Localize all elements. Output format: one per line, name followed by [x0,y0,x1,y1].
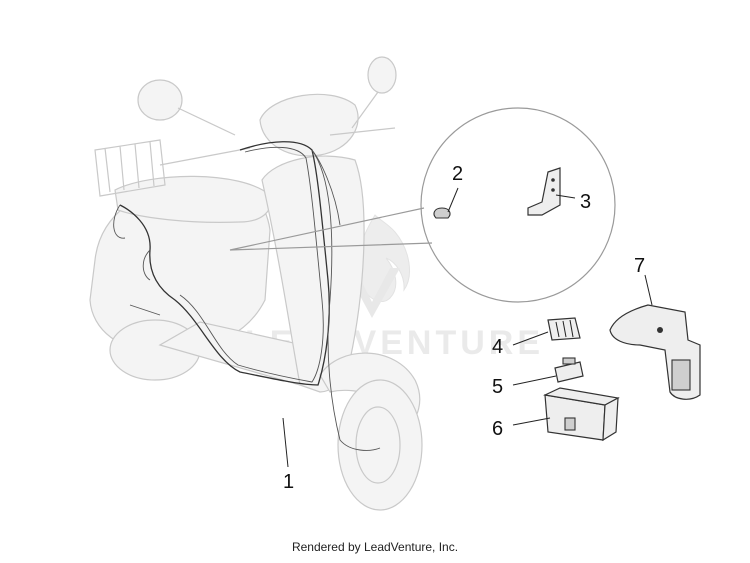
right-mirror-stem [351,91,379,129]
leader-5 [512,375,557,386]
leader-3 [555,194,576,199]
leader-lines [282,187,653,468]
leader-2 [447,187,459,213]
left-mirror-stem [177,107,236,136]
leader-6 [512,417,551,426]
wiring-harness [113,141,381,451]
clip-part [433,207,451,219]
scooter-outline [89,56,423,511]
callout-2: 2 [452,163,463,185]
bracket-part [527,167,561,216]
fuse-part [554,361,584,383]
detail-pointer [229,207,433,251]
callout-5: 5 [492,376,503,398]
detail-circle [420,107,616,303]
loose-parts [542,304,701,442]
callout-7: 7 [634,255,645,277]
handlebar [159,127,396,166]
right-mirror [367,56,397,94]
callout-numbers: 1 2 3 4 5 6 7 [283,163,645,493]
detail-view [229,107,616,303]
rear-rack [94,139,166,197]
callout-3: 3 [580,191,591,213]
leader-1 [282,417,289,468]
headset [259,93,359,157]
left-mirror [137,79,183,121]
leader-4 [512,331,549,346]
footer-credit: Rendered by LeadVenture, Inc. [291,540,459,554]
callout-4: 4 [492,336,503,358]
leader-7 [644,274,653,306]
callout-6: 6 [492,418,503,440]
front-wheel-hub [355,406,401,484]
callout-1: 1 [283,471,294,493]
seat [114,175,272,223]
